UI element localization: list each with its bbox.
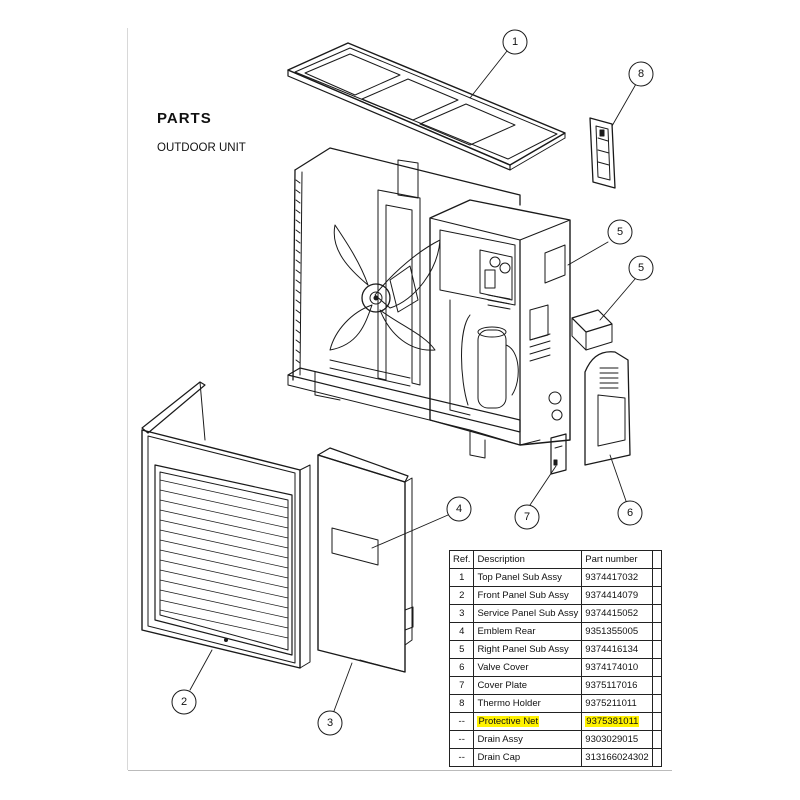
cell-description: Valve Cover [473,658,583,677]
cell-part-number: 9303029015 [581,730,654,749]
col-ref-header: Ref. [448,550,475,569]
cell-part-number: 9374416134 [581,640,654,659]
cell-description: Top Panel Sub Assy [473,568,583,587]
callout-8: 8 [628,61,654,87]
cell-blank [652,658,663,677]
cell-ref: 7 [448,676,475,695]
parts-table-header: Ref. Description Part number [448,550,663,569]
valve-cover-part [584,351,631,466]
cell-ref: 1 [448,568,475,587]
cell-description: Front Panel Sub Assy [473,586,583,605]
svg-text:4: 4 [456,503,462,515]
cell-description: Right Panel Sub Assy [473,640,583,659]
service-panel-part [317,447,414,673]
callout-leader-lines [189,50,637,712]
cell-blank [652,730,663,749]
cell-blank [652,568,663,587]
highlight-mark: Protective Net [477,716,540,727]
callout-5-upper: 5 [607,219,633,245]
cell-ref: 3 [448,604,475,623]
svg-text:3: 3 [327,717,333,729]
cell-part-number: 9375211011 [581,694,654,713]
svg-text:5: 5 [638,262,644,274]
cell-part-number: 9375381011 [581,712,654,731]
cell-ref: 6 [448,658,475,677]
callout-7: 7 [514,504,540,530]
cell-part-number: 9351355005 [581,622,654,641]
cell-blank [652,622,663,641]
cell-description: Cover Plate [473,676,583,695]
cell-part-number: 313166024302 [581,748,654,767]
table-row-highlighted: --Protective Net 9375381011 [448,712,663,731]
cell-blank [652,748,663,767]
callout-6: 6 [617,500,643,526]
sheet-border-left [127,28,128,770]
cell-ref: 4 [448,622,475,641]
cell-ref: -- [448,730,475,749]
cell-part-number: 9375117016 [581,676,654,695]
cell-part-number: 9374414079 [581,586,654,605]
svg-text:5: 5 [617,226,623,238]
cell-ref: 5 [448,640,475,659]
svg-text:8: 8 [638,68,644,80]
cell-part-number: 9374415052 [581,604,654,623]
cell-blank [652,676,663,695]
cell-blank [652,694,663,713]
highlight-mark: 9375381011 [585,716,640,727]
col-blank-header [652,550,663,569]
cell-ref: 8 [448,694,475,713]
callout-5-lower: 5 [628,255,654,281]
thermo-holder-part [589,117,616,189]
cell-description: Drain Cap [473,748,583,767]
cell-description: Drain Assy [473,730,583,749]
col-description-header: Description [473,550,583,569]
callout-3: 3 [317,710,343,736]
cell-description: Emblem Rear [473,622,583,641]
col-part-number-header: Part number [581,550,654,569]
cell-ref: -- [448,748,475,767]
cell-blank [652,712,663,731]
page-title: PARTS [157,110,212,127]
right-panel-piece-part [571,309,613,351]
cell-blank [652,604,663,623]
sheet-border-bottom [128,770,672,771]
callout-4: 4 [446,496,472,522]
svg-text:7: 7 [524,511,530,523]
cell-description: Protective Net [473,712,583,731]
cell-ref: -- [448,712,475,731]
callout-2: 2 [171,689,197,715]
callout-1: 1 [502,29,528,55]
svg-text:2: 2 [181,696,187,708]
cell-part-number: 9374174010 [581,658,654,677]
main-unit-body [287,147,571,459]
page-subtitle: OUTDOOR UNIT [157,142,246,154]
top-panel-part [287,42,566,171]
cell-description: Thermo Holder [473,694,583,713]
cell-blank [652,640,663,659]
svg-text:6: 6 [627,507,633,519]
cell-description: Service Panel Sub Assy [473,604,583,623]
front-panel-part [141,381,311,669]
cell-blank [652,586,663,605]
cell-part-number: 9374417032 [581,568,654,587]
cover-plate-part [550,433,567,475]
cell-ref: 2 [448,586,475,605]
svg-text:1: 1 [512,36,518,48]
